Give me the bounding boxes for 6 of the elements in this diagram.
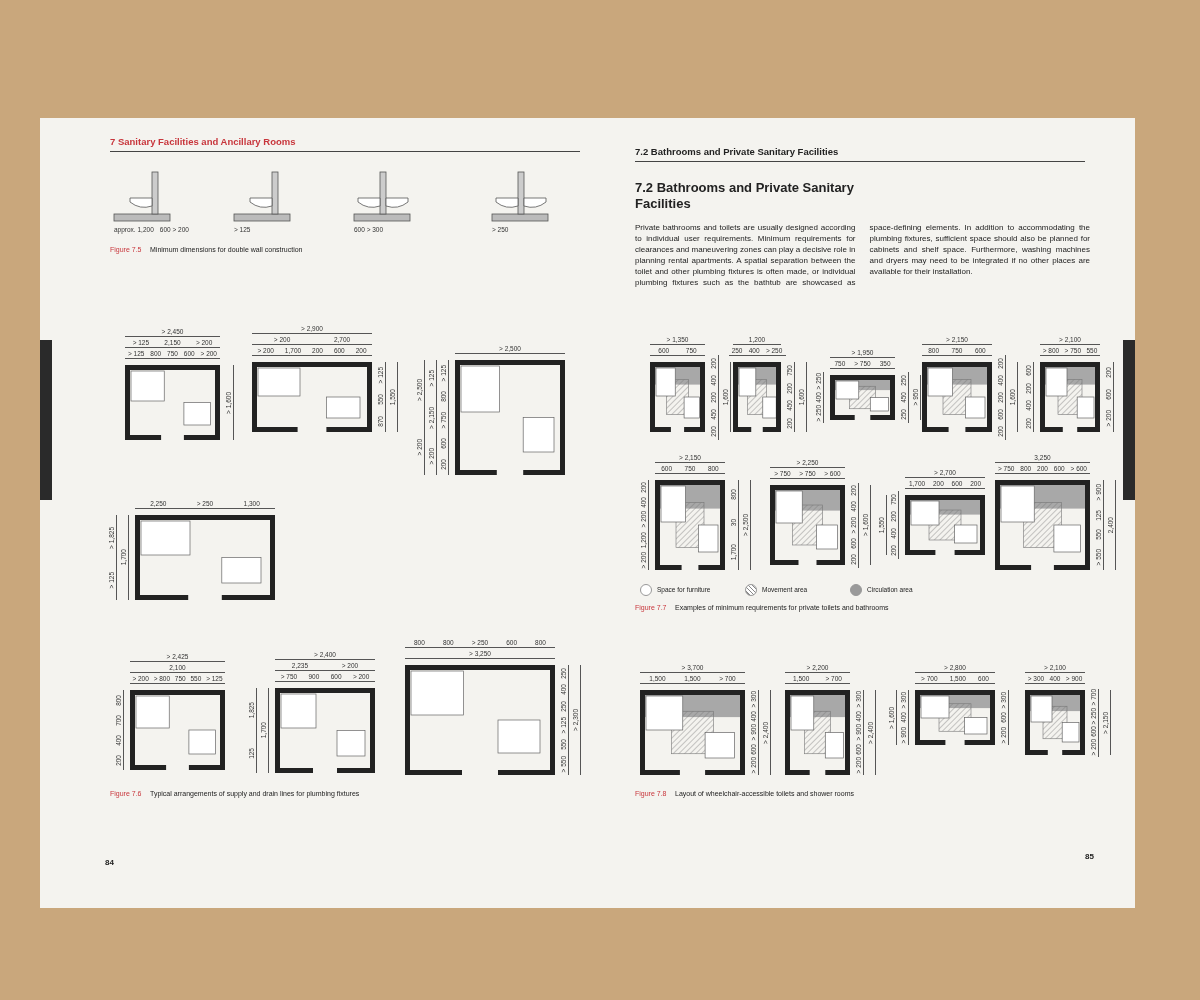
page-number: 85 xyxy=(1085,852,1094,861)
section-heading: 7.2 Bathrooms and Private Sanitary Facilities xyxy=(635,180,855,212)
running-header: 7.2 Bathrooms and Private Sanitary Facilities xyxy=(635,146,839,157)
page-number: 84 xyxy=(105,858,114,867)
body-text: Private bathrooms and toilets are usually designed according to individual user requirements. Minimum requirements for clearances and maneuvering zones can play a decisive role in planning rental apartments. A spatial separation between the toilet and other plumbing fixtures is often made, or individual plumbing fixtures such as the bathtub are showcased as space-defining elements. In addition to accommodating the plumbing fixtures, sufficient space should also be planned for cabinets and shelf space. Furthermore, washing machines and dryers may need to be integrated if no other places are available for their installation. xyxy=(635,222,1090,288)
running-header: 7 Sanitary Facilities and Ancillary Rooms xyxy=(110,136,296,147)
